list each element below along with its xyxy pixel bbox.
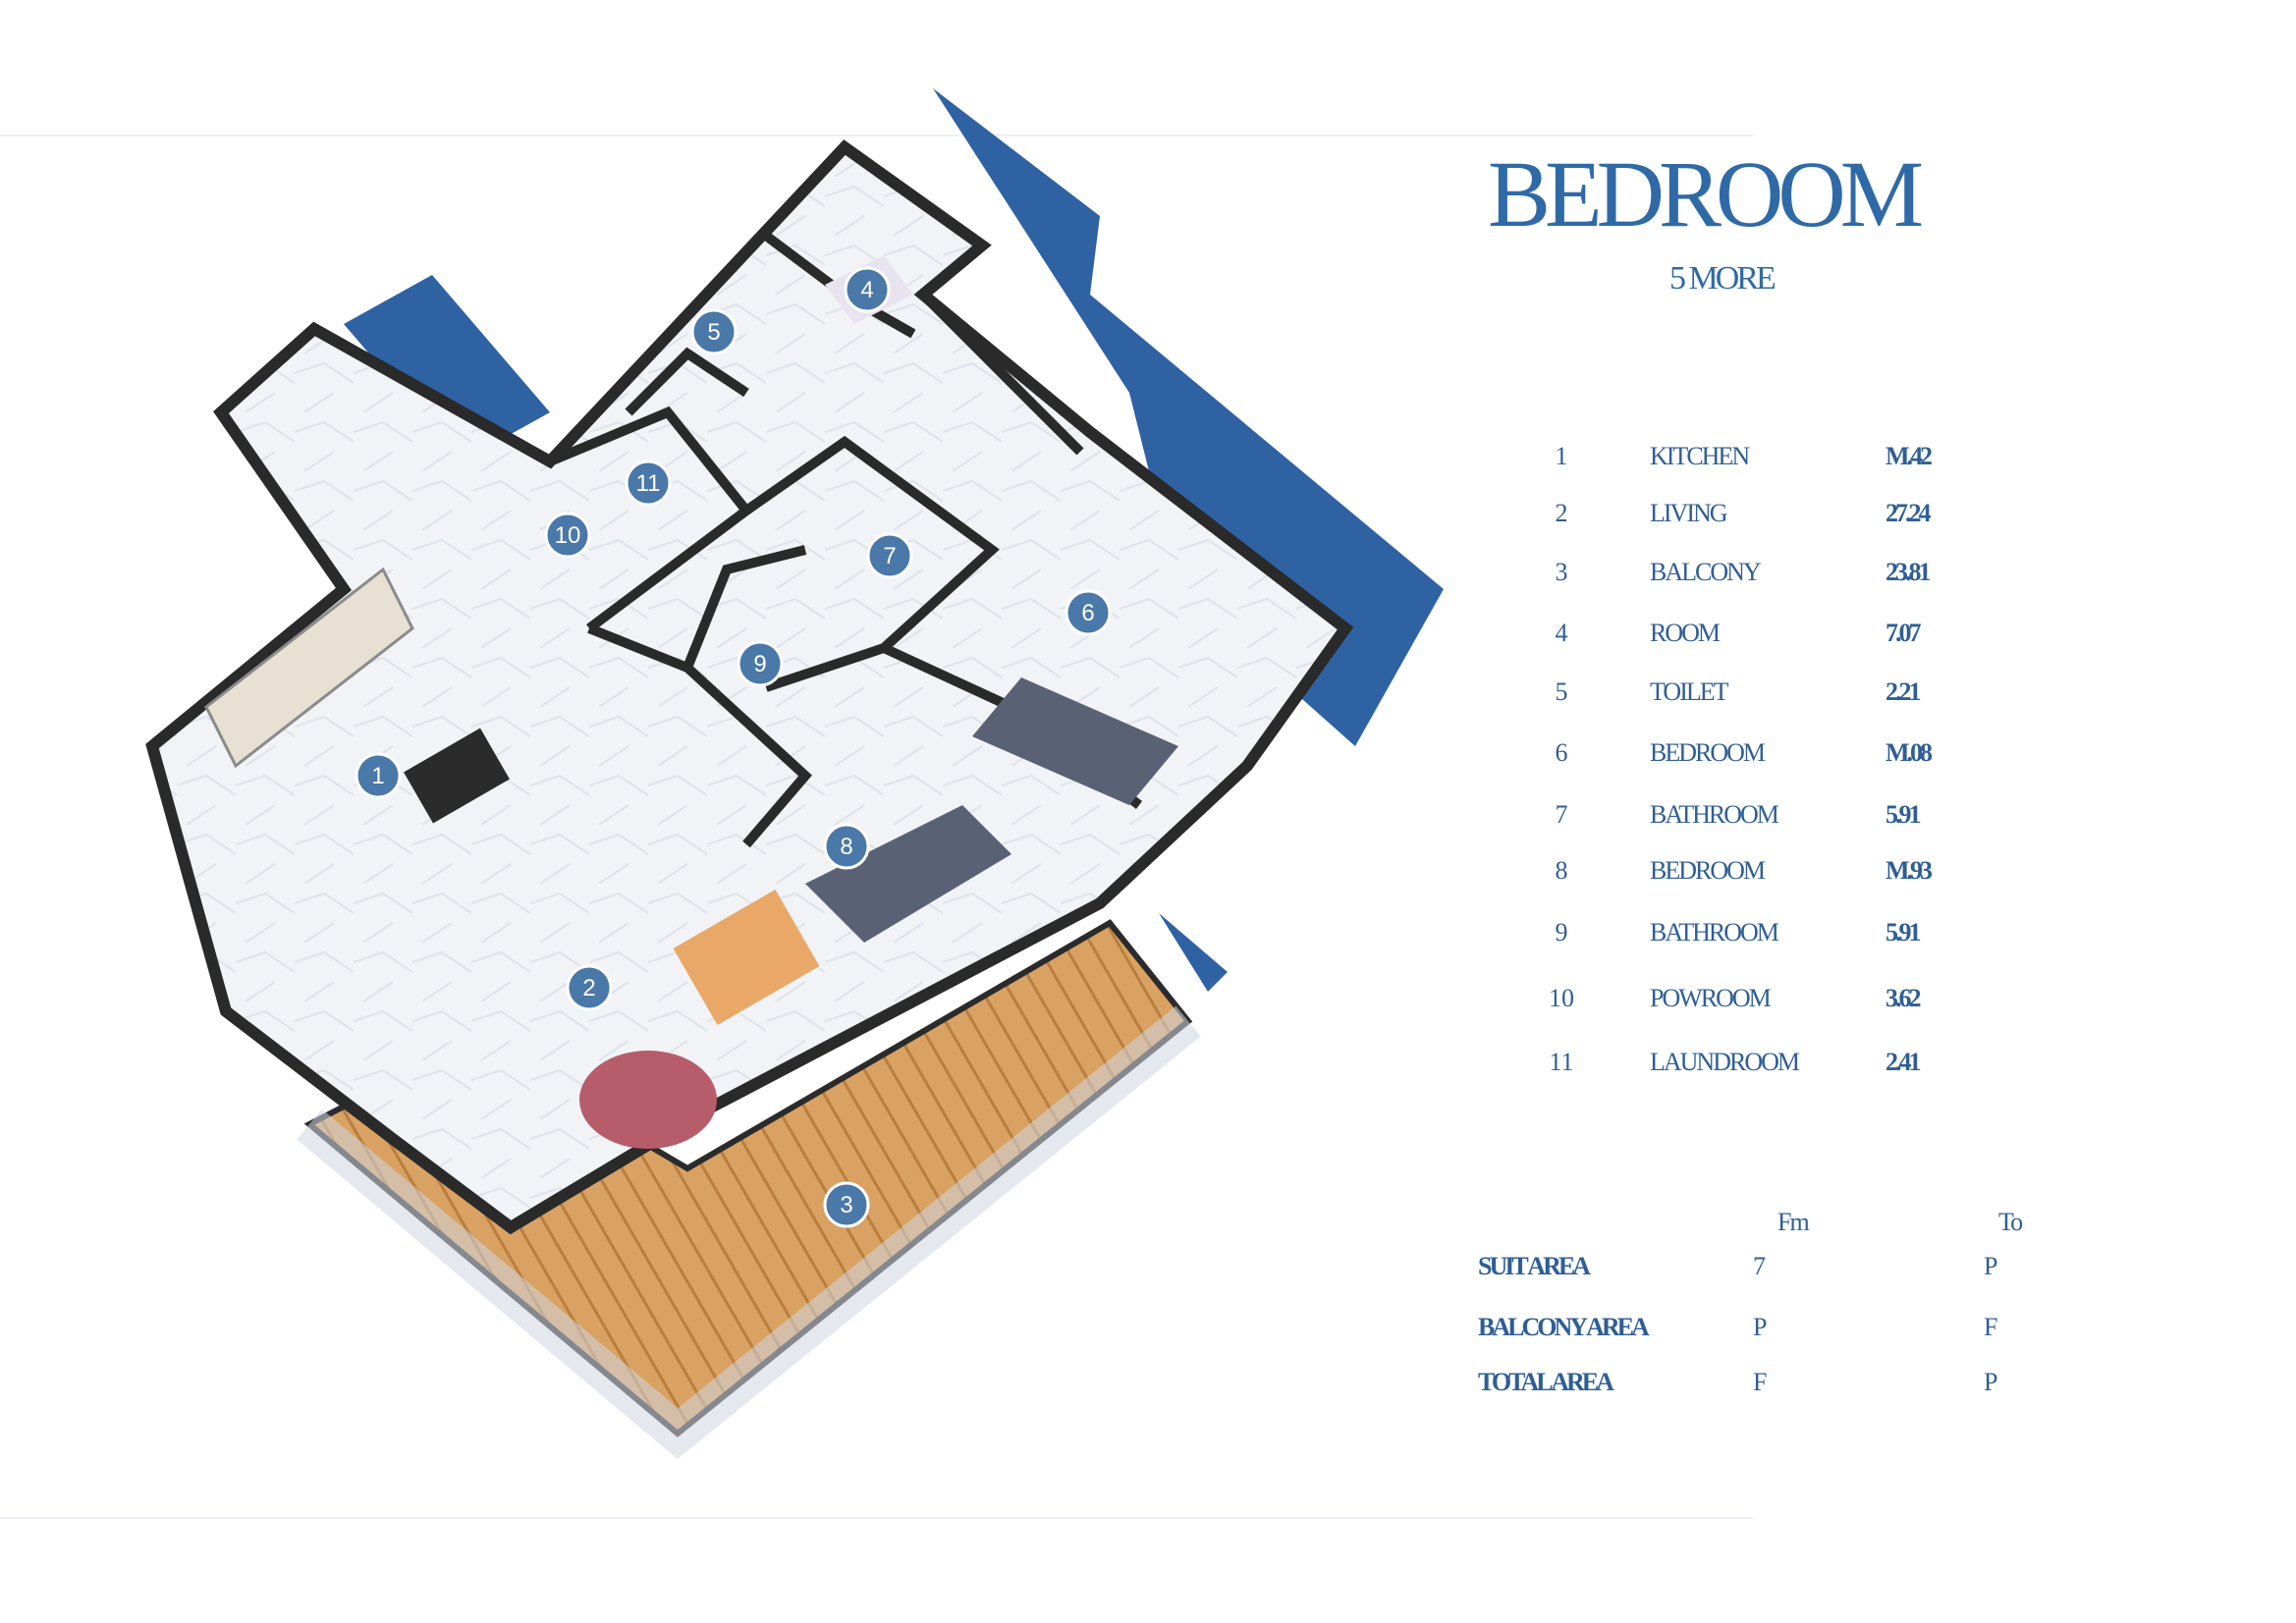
- area-label: TOTAL AREA: [1478, 1368, 1614, 1396]
- room-row: 8 BEDROOM M.93: [1532, 856, 1984, 895]
- page-title: BEDROOM: [1488, 141, 1924, 246]
- marker-2: 2: [582, 975, 595, 1001]
- room-name: BALCONY: [1650, 558, 1762, 586]
- room-name: LAUNDROOM: [1650, 1048, 1800, 1076]
- room-name: BATHROOM: [1650, 918, 1779, 947]
- room-row: 7 BATHROOM 5.91: [1532, 800, 1984, 839]
- area-row: SUIT AREA 7 P: [1478, 1252, 2067, 1291]
- marker-8: 8: [840, 834, 852, 860]
- area-col-to: To: [1998, 1208, 2023, 1236]
- area-v2: F: [1984, 1313, 1998, 1341]
- room-name: ROOM: [1650, 619, 1721, 647]
- room-num: 8: [1555, 856, 1568, 885]
- bg-shape-left: [344, 275, 550, 461]
- area-label: BALCONY AREA: [1478, 1313, 1650, 1341]
- room-name: BEDROOM: [1650, 738, 1766, 767]
- room-num: 5: [1555, 677, 1568, 706]
- marker-9: 9: [753, 651, 766, 677]
- room-row: 1 KITCHEN M.42: [1532, 442, 1984, 481]
- room-area: M.08: [1886, 738, 1933, 767]
- room-name: TOILET: [1650, 677, 1728, 706]
- room-area: 23.81: [1886, 558, 1931, 586]
- room-num: 9: [1555, 918, 1568, 947]
- room-area: 3.62: [1886, 984, 1921, 1012]
- room-num: 6: [1555, 738, 1568, 767]
- room-row: 5 TOILET 2.21: [1532, 677, 1984, 717]
- area-col-from: Fm: [1777, 1208, 1810, 1236]
- room-area: 7.07: [1886, 619, 1921, 647]
- room-markers: [355, 266, 1112, 1228]
- room-num: 2: [1555, 499, 1568, 527]
- room-num: 11: [1549, 1048, 1574, 1076]
- room-num: 10: [1549, 984, 1574, 1012]
- room-row: 3 BALCONY 23.81: [1532, 558, 1984, 597]
- room-area: M.93: [1886, 856, 1933, 885]
- marker-6: 6: [1081, 600, 1094, 626]
- bottom-divider: [0, 1517, 1753, 1519]
- top-divider: [0, 135, 1753, 136]
- area-v1: 7: [1753, 1252, 1766, 1280]
- marker-1: 1: [371, 763, 384, 789]
- room-row: 10 POWROOM 3.62: [1532, 984, 1984, 1023]
- page-subtitle: 5 MORE: [1669, 260, 1777, 297]
- area-v1: F: [1753, 1368, 1768, 1396]
- marker-4: 4: [860, 277, 873, 303]
- room-row: 4 ROOM 7.07: [1532, 619, 1984, 658]
- area-v1: P: [1753, 1313, 1768, 1341]
- room-name: KITCHEN: [1650, 442, 1750, 470]
- room-name: BATHROOM: [1650, 800, 1779, 829]
- room-row: 2 LIVING 27.24: [1532, 499, 1984, 538]
- area-label: SUIT AREA: [1478, 1252, 1591, 1280]
- marker-11: 11: [636, 470, 661, 497]
- area-row: BALCONY AREA P F: [1478, 1313, 2067, 1352]
- room-num: 3: [1555, 558, 1568, 586]
- room-area: 5.91: [1886, 918, 1921, 947]
- marker-3: 3: [840, 1192, 852, 1218]
- area-v2: P: [1984, 1252, 1998, 1280]
- room-area: M.42: [1886, 442, 1933, 470]
- area-row: TOTAL AREA F P: [1478, 1368, 2067, 1407]
- room-row: 11 LAUNDROOM 2.41: [1532, 1048, 1984, 1087]
- room-row: 6 BEDROOM M.08: [1532, 738, 1984, 778]
- room-num: 4: [1555, 619, 1568, 647]
- room-name: BEDROOM: [1650, 856, 1766, 885]
- room-name: LIVING: [1650, 499, 1728, 527]
- room-num: 1: [1555, 442, 1568, 470]
- room-row: 9 BATHROOM 5.91: [1532, 918, 1984, 957]
- floor-plan-illustration: 1 2 3 4 5 6 7 8 9 10 11: [145, 88, 1444, 1459]
- room-area: 2.41: [1886, 1048, 1921, 1076]
- room-name: POWROOM: [1650, 984, 1772, 1012]
- room-area: 27.24: [1886, 499, 1931, 527]
- room-area: 5.91: [1886, 800, 1921, 829]
- marker-10: 10: [555, 522, 581, 549]
- room-area: 2.21: [1886, 677, 1921, 706]
- room-num: 7: [1555, 800, 1568, 829]
- marker-5: 5: [707, 319, 720, 346]
- marker-7: 7: [883, 543, 896, 569]
- bg-shape-right: [933, 88, 1444, 746]
- area-v2: P: [1984, 1368, 1998, 1396]
